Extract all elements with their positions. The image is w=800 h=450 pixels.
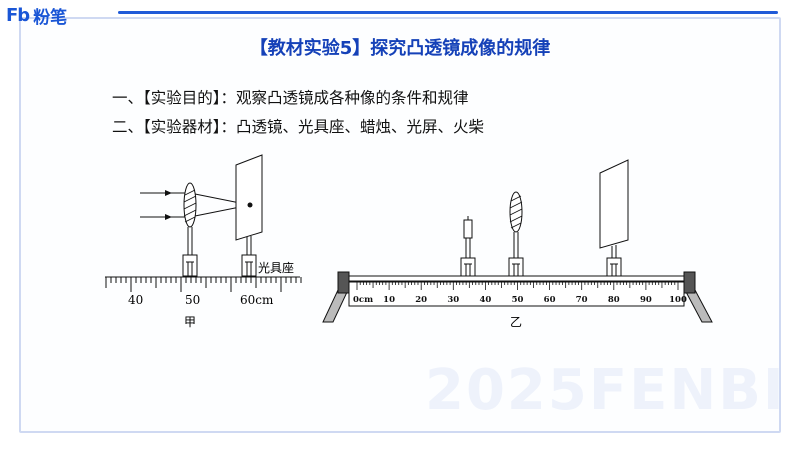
light-screen [235,154,263,277]
tick-label-60: 60cm [240,293,274,307]
header-rule [118,11,778,14]
scale-label: 10 [383,295,395,305]
optical-bench-ruler [105,276,302,292]
logo-mark: Fb [6,4,30,26]
slide-title: 【教材实验5】探究凸透镜成像的规律 [249,38,551,59]
brand-logo: Fb 粉笔 [6,0,67,30]
tick-label-40: 40 [128,293,143,307]
scale-label: 90 [640,295,652,305]
convex-lens [183,182,197,228]
figure-caption-yi: 乙 [510,315,522,329]
figure-yi: 0cm 10 20 30 40 50 60 70 80 90 100 [322,159,713,329]
scale-label: 40 [479,295,491,305]
bench-right-end [683,271,696,294]
slide-frame [19,17,781,433]
bench-left-end [337,271,350,294]
figure-jia: 光具座 40 50 60cm 甲 [105,154,302,329]
scale-label: 100 [669,295,687,305]
scale-label: 60 [544,295,556,305]
watermark: 2025FENBI [425,358,786,423]
materials-line: 二、【实验器材】：凸透镜、光具座、蜡烛、光屏、火柴 [112,118,485,136]
candle [460,216,476,277]
convex-lens-yi [508,191,524,277]
bench-rail [348,275,685,282]
scale-label: 50 [512,295,524,305]
scale-label: 20 [415,295,427,305]
tick-label-50: 50 [185,293,200,307]
scale-label: 30 [447,295,459,305]
logo-text: 粉笔 [33,7,68,28]
bench-label: 光具座 [258,260,294,275]
scale-label: 70 [576,295,588,305]
figure-caption-jia: 甲 [184,315,196,329]
lens-stand [182,227,198,277]
scale-label: 0cm [353,295,373,305]
focal-point [247,202,253,208]
objective-line: 一、【实验目的】：观察凸透镜成各种像的条件和规律 [112,89,469,107]
light-screen-yi [599,159,629,277]
scale-label: 80 [608,295,620,305]
